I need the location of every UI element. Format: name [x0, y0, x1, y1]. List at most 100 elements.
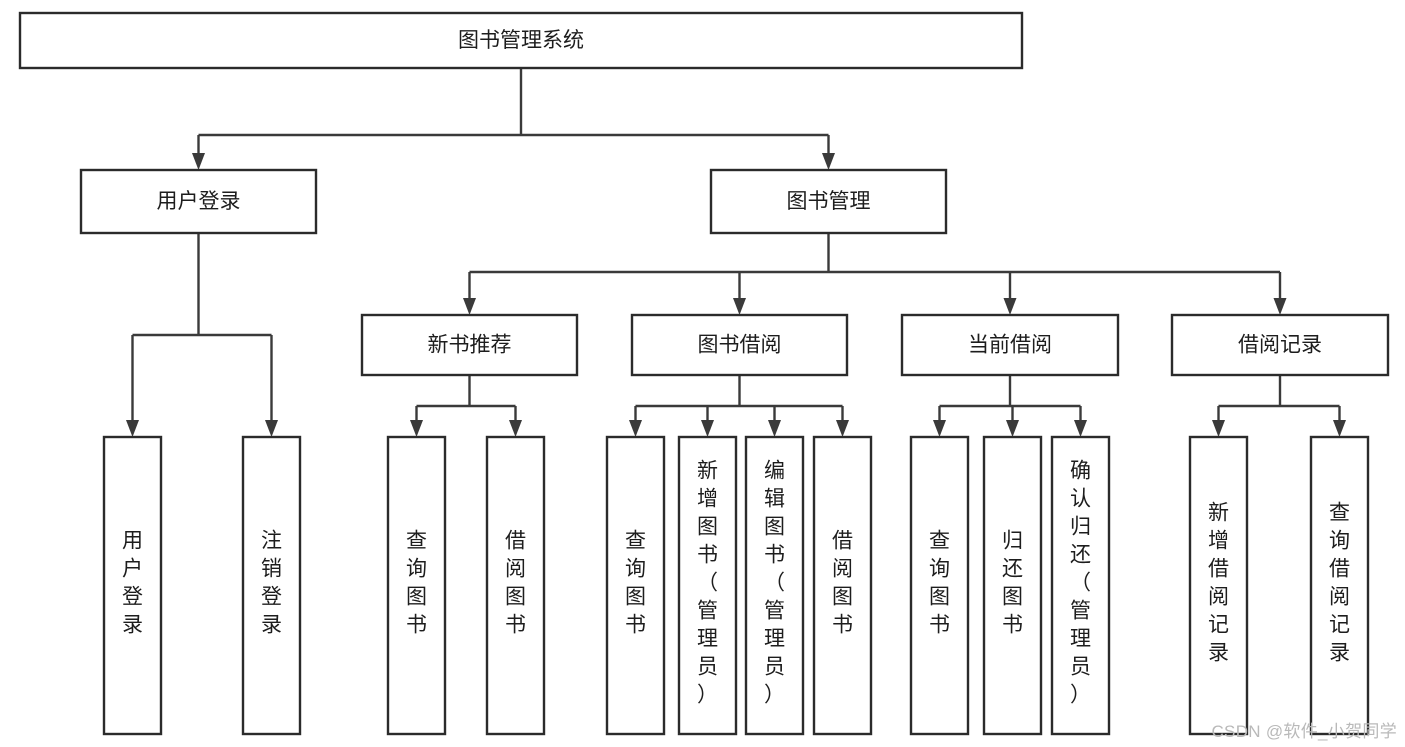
node-leaf-query-book-borrow[interactable]: 查询图书 [605, 435, 666, 736]
connector-group-book_manage [463, 233, 1287, 315]
edge-root-to-book-manage [822, 135, 835, 170]
node-box-leaf-query-record[interactable] [1309, 435, 1370, 736]
node-label-leaf-confirm-return: 确认归还（管理员） [1070, 460, 1091, 707]
arrow-head-icon [1006, 420, 1019, 437]
edge-borrow-to-edit [768, 406, 781, 437]
node-label-leaf-query-book-borrow: 查询图书 [625, 530, 646, 637]
node-label-leaf-borrow-book: 借阅图书 [832, 530, 853, 637]
node-label-leaf-add-book: 新增图书（管理员） [697, 460, 718, 707]
node-box-root[interactable] [18, 11, 1024, 70]
node-leaf-user-logout[interactable]: 注销登录 [241, 435, 302, 736]
node-current-borrow[interactable]: 当前借阅 [900, 313, 1120, 377]
node-label-leaf-return-book: 归还图书 [1002, 530, 1023, 637]
node-new-book-rec[interactable]: 新书推荐 [360, 313, 579, 377]
node-box-leaf-user-logout[interactable] [241, 435, 302, 736]
edge-new-book-to-query [410, 406, 423, 437]
node-box-borrow-record[interactable] [1170, 313, 1390, 377]
edge-user-login-to-login [126, 335, 139, 437]
node-leaf-add-record[interactable]: 新增借阅记录 [1188, 435, 1249, 736]
edge-record-to-query [1333, 406, 1346, 437]
edge-borrow-to-borrow-book [836, 406, 849, 437]
node-box-leaf-add-book[interactable] [677, 435, 738, 736]
node-label-root: 图书管理系统 [458, 29, 584, 52]
node-box-leaf-borrow-book-rec[interactable] [485, 435, 546, 736]
node-leaf-borrow-book[interactable]: 借阅图书 [812, 435, 873, 736]
edge-book-manage-to-new-book [463, 272, 476, 315]
node-label-new-book-rec: 新书推荐 [428, 334, 512, 357]
arrow-head-icon [1273, 298, 1287, 315]
edge-new-book-to-borrow [509, 406, 522, 437]
arrow-head-icon [701, 420, 714, 437]
arrow-head-icon [265, 420, 278, 437]
node-leaf-return-book[interactable]: 归还图书 [982, 435, 1043, 736]
node-box-new-book-rec[interactable] [360, 313, 579, 377]
node-leaf-add-book[interactable]: 新增图书（管理员） [677, 435, 738, 736]
connector-layer [126, 68, 1346, 437]
edge-current-to-confirm [1074, 406, 1087, 437]
node-layer: 图书管理系统用户登录图书管理新书推荐图书借阅当前借阅借阅记录用户登录注销登录查询… [18, 11, 1390, 736]
connector-group-root [192, 68, 835, 170]
edge-book-manage-to-current [1003, 272, 1017, 315]
edge-book-manage-to-record [1273, 272, 1287, 315]
arrow-head-icon [126, 420, 139, 437]
node-label-leaf-user-logout: 注销登录 [261, 530, 282, 637]
arrow-head-icon [410, 420, 423, 437]
node-leaf-user-login[interactable]: 用户登录 [102, 435, 163, 736]
node-label-book-manage: 图书管理 [787, 190, 871, 213]
node-book-borrow[interactable]: 图书借阅 [630, 313, 849, 377]
connector-group-current_borrow [933, 375, 1087, 437]
edge-borrow-to-query [629, 406, 642, 437]
node-box-leaf-query-book-rec[interactable] [386, 435, 447, 736]
arrow-head-icon [1003, 298, 1017, 315]
edge-user-login-to-logout [265, 335, 278, 437]
node-label-borrow-record: 借阅记录 [1238, 334, 1322, 357]
connector-group-book_borrow [629, 375, 849, 437]
node-box-leaf-edit-book[interactable] [744, 435, 805, 736]
node-leaf-edit-book[interactable]: 编辑图书（管理员） [744, 435, 805, 736]
node-box-leaf-add-record[interactable] [1188, 435, 1249, 736]
arrow-head-icon [733, 298, 746, 315]
arrow-head-icon [192, 153, 205, 170]
edge-current-to-return [1006, 406, 1019, 437]
edge-record-to-add [1212, 406, 1225, 437]
node-label-current-borrow: 当前借阅 [968, 334, 1052, 357]
node-label-book-borrow: 图书借阅 [698, 334, 782, 357]
node-label-leaf-user-login: 用户登录 [122, 530, 143, 637]
connector-group-new_book_rec [410, 375, 522, 437]
arrow-head-icon [768, 420, 781, 437]
node-box-leaf-query-book-current[interactable] [909, 435, 970, 736]
connector-group-user_login [126, 233, 278, 437]
node-leaf-query-book-current[interactable]: 查询图书 [909, 435, 970, 736]
node-user-login[interactable]: 用户登录 [79, 168, 318, 235]
node-label-leaf-edit-book: 编辑图书（管理员） [764, 460, 785, 707]
node-box-leaf-return-book[interactable] [982, 435, 1043, 736]
edge-borrow-to-add [701, 406, 714, 437]
node-root[interactable]: 图书管理系统 [18, 11, 1024, 70]
arrow-head-icon [1074, 420, 1087, 437]
node-leaf-borrow-book-rec[interactable]: 借阅图书 [485, 435, 546, 736]
edge-current-to-query [933, 406, 946, 437]
arrow-head-icon [629, 420, 642, 437]
node-box-leaf-user-login[interactable] [102, 435, 163, 736]
node-box-book-borrow[interactable] [630, 313, 849, 377]
arrow-head-icon [1212, 420, 1225, 437]
node-box-leaf-query-book-borrow[interactable] [605, 435, 666, 736]
node-label-leaf-query-record: 查询借阅记录 [1329, 502, 1350, 665]
arrow-head-icon [1333, 420, 1346, 437]
node-leaf-confirm-return[interactable]: 确认归还（管理员） [1050, 435, 1111, 736]
csdn-watermark: CSDN @软件_小贺同学 [1211, 722, 1397, 741]
node-borrow-record[interactable]: 借阅记录 [1170, 313, 1390, 377]
node-leaf-query-book-rec[interactable]: 查询图书 [386, 435, 447, 736]
arrow-head-icon [463, 298, 476, 315]
node-box-user-login[interactable] [79, 168, 318, 235]
arrow-head-icon [822, 153, 835, 170]
node-box-leaf-confirm-return[interactable] [1050, 435, 1111, 736]
node-book-manage[interactable]: 图书管理 [709, 168, 948, 235]
arrow-head-icon [509, 420, 522, 437]
node-leaf-query-record[interactable]: 查询借阅记录 [1309, 435, 1370, 736]
arrow-head-icon [836, 420, 849, 437]
node-box-book-manage[interactable] [709, 168, 948, 235]
node-box-leaf-borrow-book[interactable] [812, 435, 873, 736]
node-box-current-borrow[interactable] [900, 313, 1120, 377]
